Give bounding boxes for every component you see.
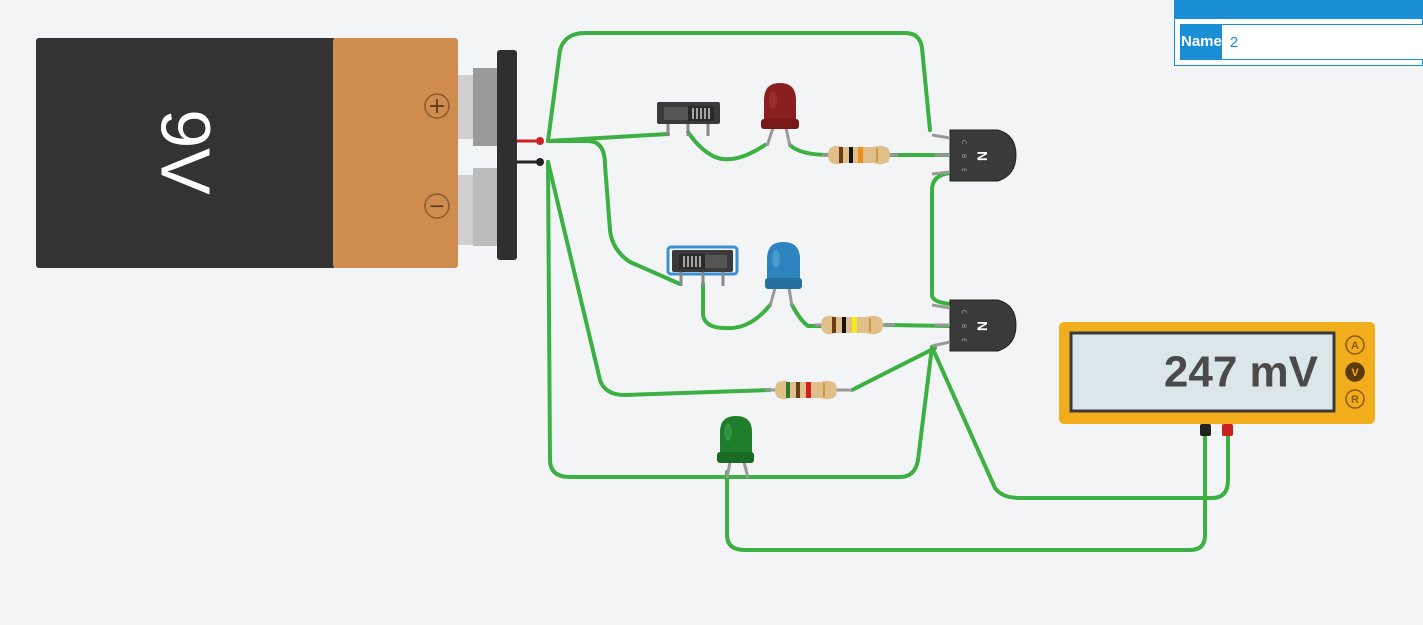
wire-battery-bottom-loop[interactable] — [546, 160, 934, 479]
battery-label: 9V — [147, 109, 225, 195]
probe-red[interactable] — [1222, 424, 1233, 436]
multimeter[interactable]: 247 mV A V R — [1059, 322, 1375, 436]
resistor-1[interactable] — [822, 145, 898, 165]
multimeter-screen — [1069, 331, 1336, 413]
properties-panel: Name — [1174, 0, 1423, 66]
wire-t2-emitter-meter[interactable] — [930, 345, 1230, 500]
wires — [546, 31, 1230, 552]
mode-a-label: A — [1351, 340, 1359, 352]
wire-resistor3-t2-base[interactable] — [850, 346, 937, 392]
battery-lead-positive-pin[interactable] — [536, 137, 544, 145]
wire-battery-top-loop[interactable] — [546, 31, 932, 143]
wire-t1-emitter-t2-collector[interactable] — [930, 171, 952, 306]
wire-battery-resistor3[interactable] — [546, 160, 772, 397]
probe-black[interactable] — [1200, 424, 1211, 436]
transistor-2-label: N — [974, 321, 990, 331]
battery-body — [36, 38, 336, 268]
t1-pin-b: B — [960, 154, 967, 158]
plus-symbol: + — [428, 94, 446, 119]
battery-9v[interactable]: 9V + − — [36, 38, 544, 268]
led-red[interactable] — [761, 83, 799, 147]
mode-r-label: R — [1351, 394, 1359, 406]
mode-v-button[interactable] — [1345, 362, 1365, 382]
multimeter-reading: 247 mV — [1164, 348, 1319, 397]
transistor-npn-1[interactable]: N C B E — [931, 129, 1017, 182]
transistor-1-label: N — [974, 151, 990, 161]
battery-terminal-positive-cap — [473, 68, 499, 146]
plus-terminal-icon — [424, 93, 450, 119]
panel-header — [1175, 1, 1422, 19]
name-row: Name — [1180, 24, 1423, 60]
name-label: Name — [1181, 25, 1222, 59]
slide-switch-1[interactable] — [657, 102, 720, 136]
mode-r-button[interactable] — [1345, 389, 1365, 409]
transistor-npn-2[interactable]: N C B E — [931, 299, 1017, 352]
t2-pin-b: B — [960, 324, 967, 328]
mode-v-label: V — [1351, 367, 1359, 379]
led-green[interactable] — [717, 416, 754, 479]
mode-a-button[interactable] — [1345, 335, 1365, 355]
wire-battery-switch2[interactable] — [546, 139, 682, 286]
minus-symbol: − — [429, 194, 446, 218]
led-blue[interactable] — [765, 242, 802, 307]
battery-lead-negative-pin[interactable] — [536, 158, 544, 166]
t1-pin-c: C — [960, 140, 967, 144]
slide-switch-2[interactable] — [666, 245, 739, 286]
t1-pin-e: E — [960, 168, 967, 172]
battery-copper-band — [333, 38, 458, 268]
t2-pin-e: E — [960, 338, 967, 342]
t2-pin-c: C — [960, 310, 967, 314]
battery-terminal-negative — [458, 175, 476, 245]
wire-green-led-meter[interactable] — [725, 428, 1207, 552]
resistor-3[interactable] — [765, 380, 852, 400]
mode-buttons: A V R — [1345, 335, 1365, 409]
battery-clip — [497, 50, 517, 260]
wire-blue-led-resistor2[interactable] — [790, 303, 824, 328]
wire-switch1-red-led[interactable] — [686, 130, 767, 162]
name-field[interactable] — [1221, 25, 1423, 59]
minus-terminal-icon — [424, 193, 450, 219]
resistor-2[interactable] — [815, 315, 895, 335]
battery-terminal-positive — [458, 75, 476, 139]
battery-terminal-negative-cap — [473, 168, 499, 246]
wire-switch2-blue-led[interactable] — [701, 282, 772, 331]
